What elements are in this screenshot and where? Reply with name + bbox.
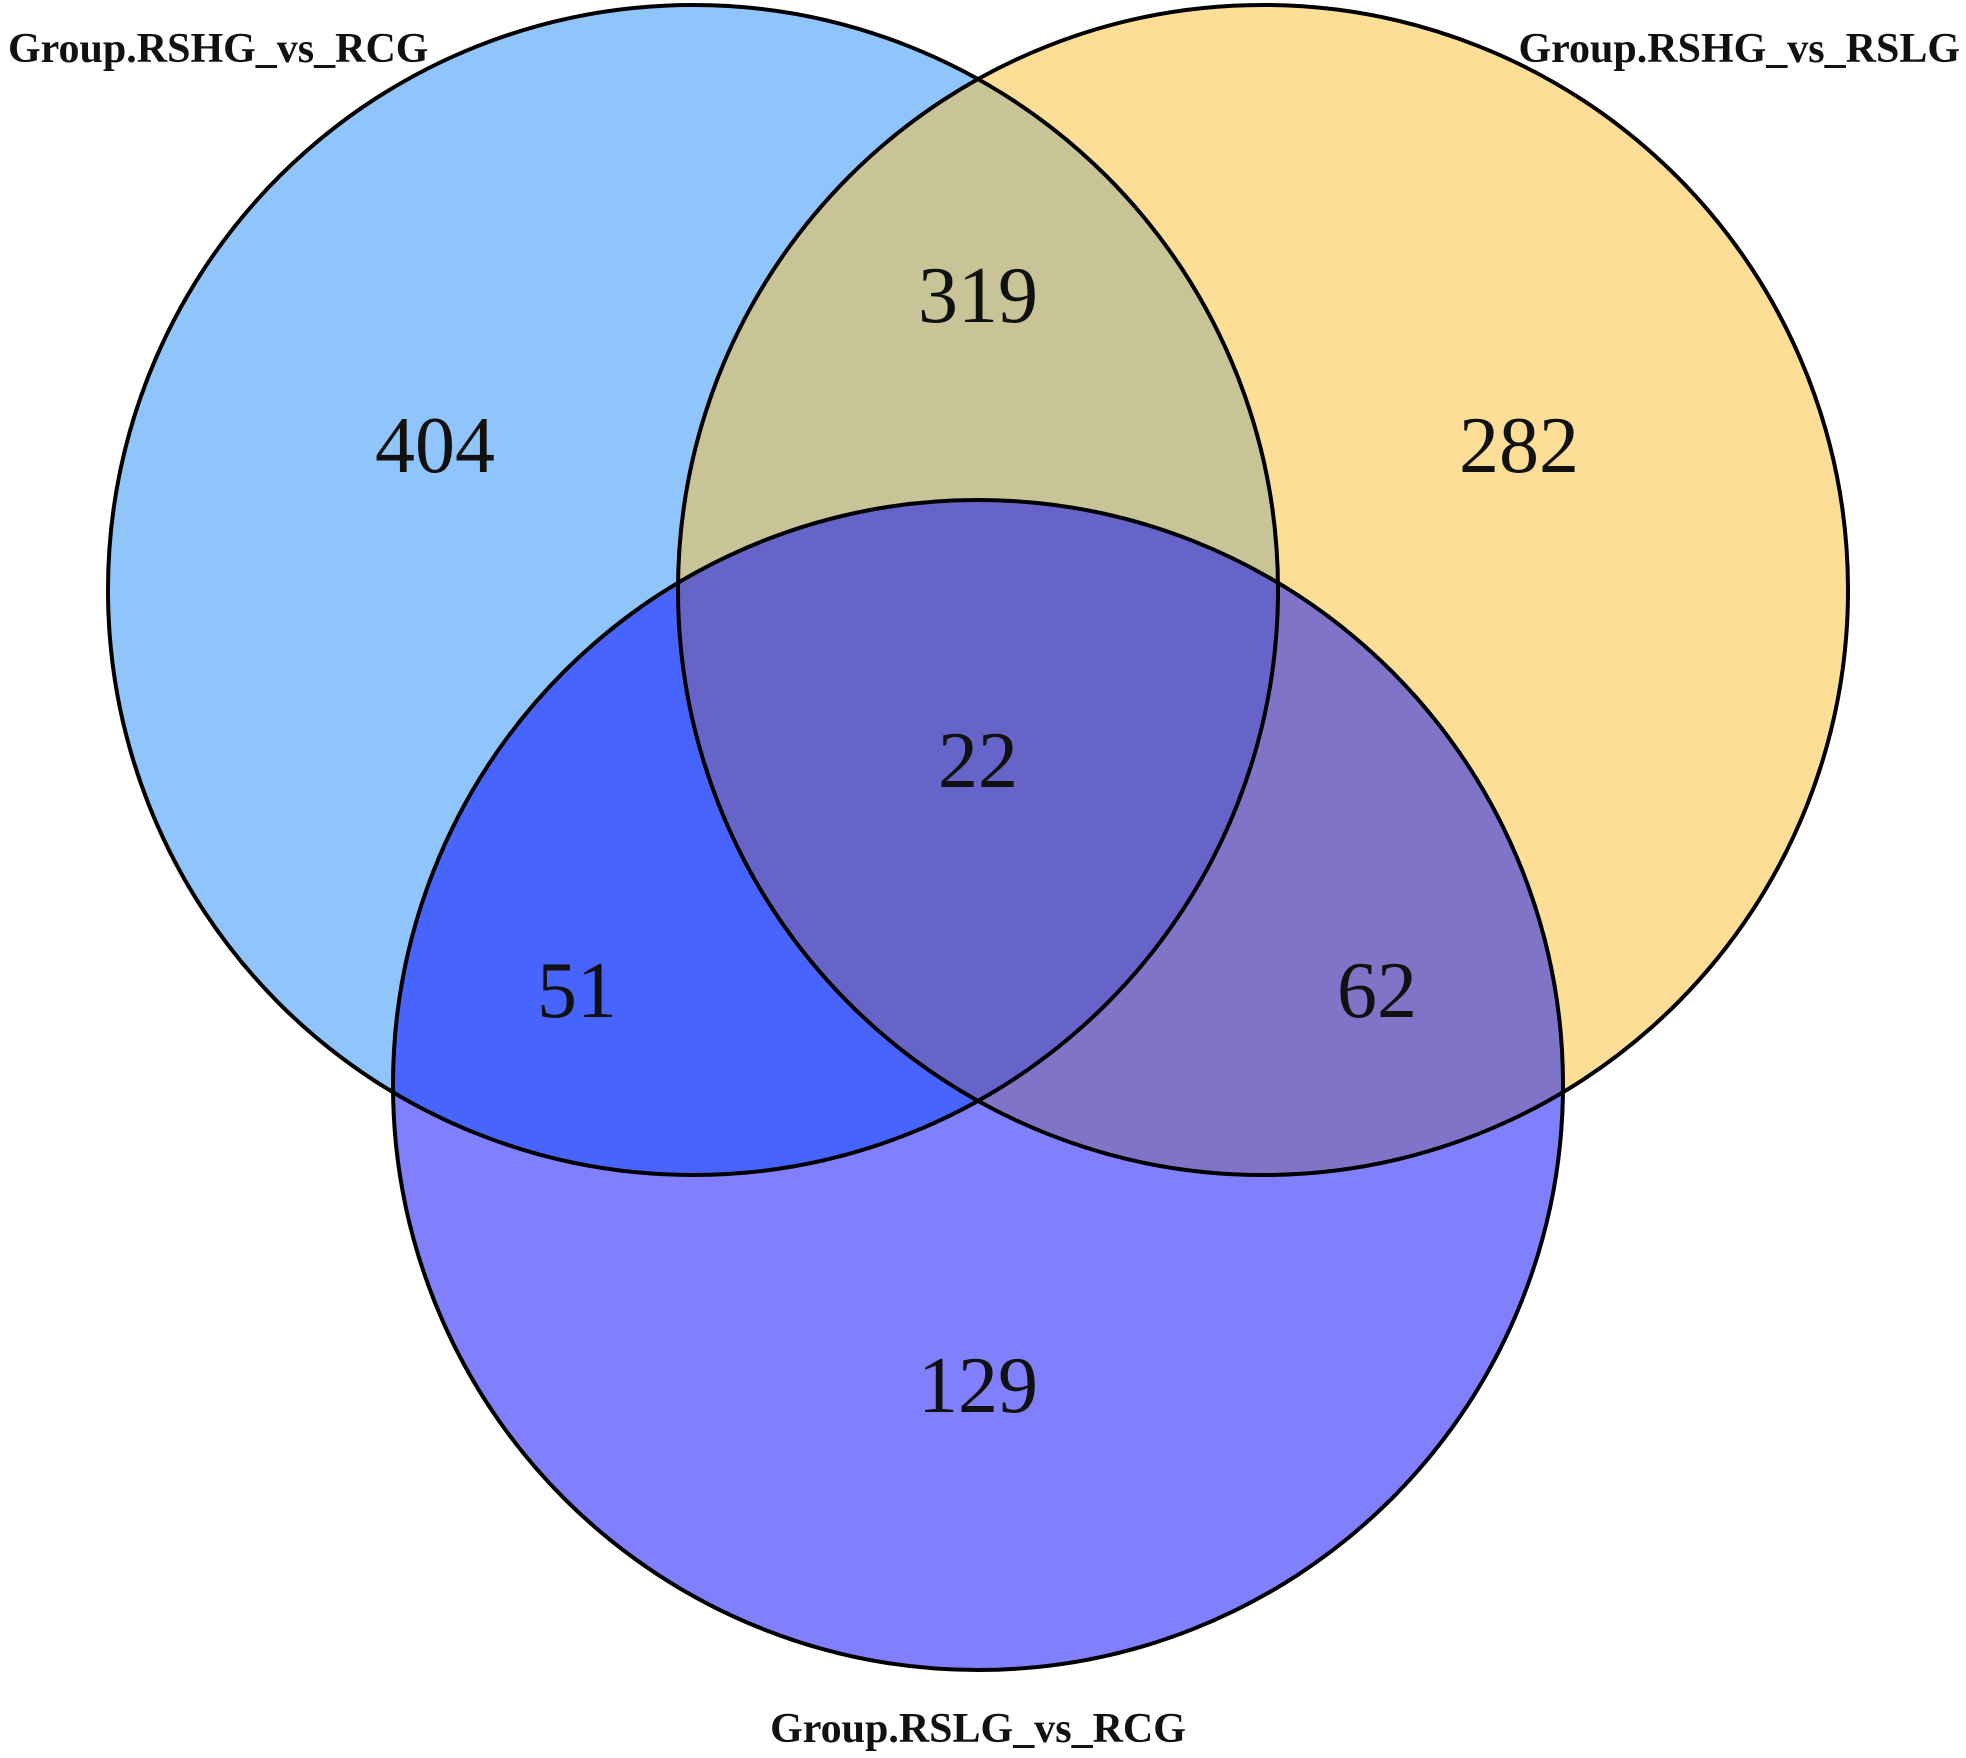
set-c-label: Group.RSLG_vs_RCG <box>770 1706 1186 1752</box>
count-ab: 319 <box>918 252 1038 340</box>
set-b-label: Group.RSHG_vs_RSLG <box>1518 26 1960 72</box>
count-c-only: 129 <box>918 1342 1038 1430</box>
set-b-outline <box>676 3 1850 1177</box>
set-a-label: Group.RSHG_vs_RCG <box>8 26 428 72</box>
set-c-outline <box>391 498 1565 1672</box>
set-a-outline <box>106 3 1280 1177</box>
count-a-only: 404 <box>375 402 495 490</box>
count-bc: 62 <box>1337 947 1417 1035</box>
count-b-only: 282 <box>1459 402 1579 490</box>
count-abc: 22 <box>938 717 1018 805</box>
count-ac: 51 <box>537 947 617 1035</box>
